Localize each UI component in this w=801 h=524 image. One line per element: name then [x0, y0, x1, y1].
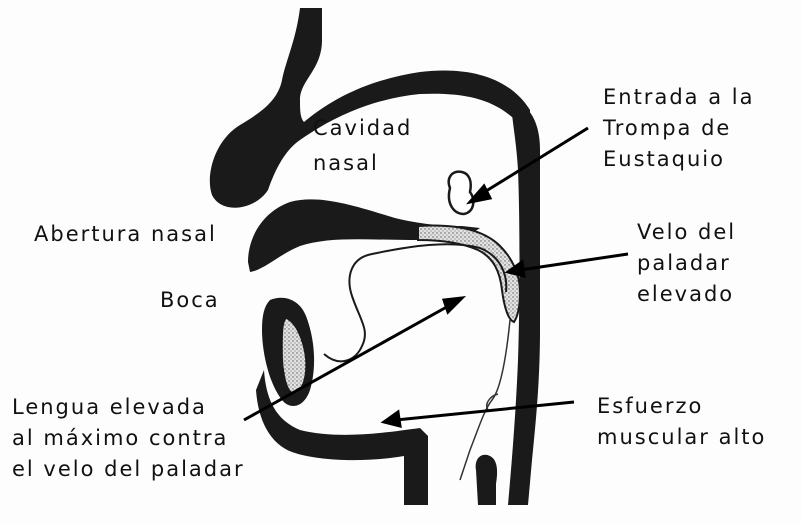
label-line: Cavidad	[313, 113, 412, 144]
label-velo-paladar: Velo del paladar elevado	[637, 217, 736, 310]
label-line: muscular alto	[597, 422, 766, 453]
label-line: Boca	[160, 285, 220, 316]
label-esfuerzo-muscular: Esfuerzo muscular alto	[597, 391, 766, 453]
label-line: Eustaquio	[603, 144, 754, 175]
label-line: Lengua elevada	[12, 392, 245, 423]
label-line: Trompa de	[603, 113, 754, 144]
label-line: elevado	[637, 279, 736, 310]
epiglottis	[476, 455, 497, 505]
tongue-outline	[324, 244, 506, 361]
label-line: paladar	[637, 248, 736, 279]
label-trompa-eustaquio: Entrada a la Trompa de Eustaquio	[603, 82, 754, 175]
label-line: nasal	[313, 148, 412, 179]
label-abertura-nasal: Abertura nasal	[34, 219, 217, 250]
label-line: el velo del paladar	[12, 454, 245, 485]
arrow-esfuerzo	[384, 402, 574, 426]
eustachian-tube-opening	[449, 172, 474, 214]
label-lengua-elevada: Lengua elevada al máximo contra el velo …	[12, 392, 245, 485]
label-line: Abertura nasal	[34, 219, 217, 250]
label-line: Velo del	[637, 217, 736, 248]
label-line: al máximo contra	[12, 423, 245, 454]
throat-line-2	[487, 394, 498, 410]
label-cavidad-nasal: Cavidad nasal	[313, 113, 412, 179]
label-boca: Boca	[160, 285, 220, 316]
label-line: Esfuerzo	[597, 391, 766, 422]
label-line: Entrada a la	[603, 82, 754, 113]
